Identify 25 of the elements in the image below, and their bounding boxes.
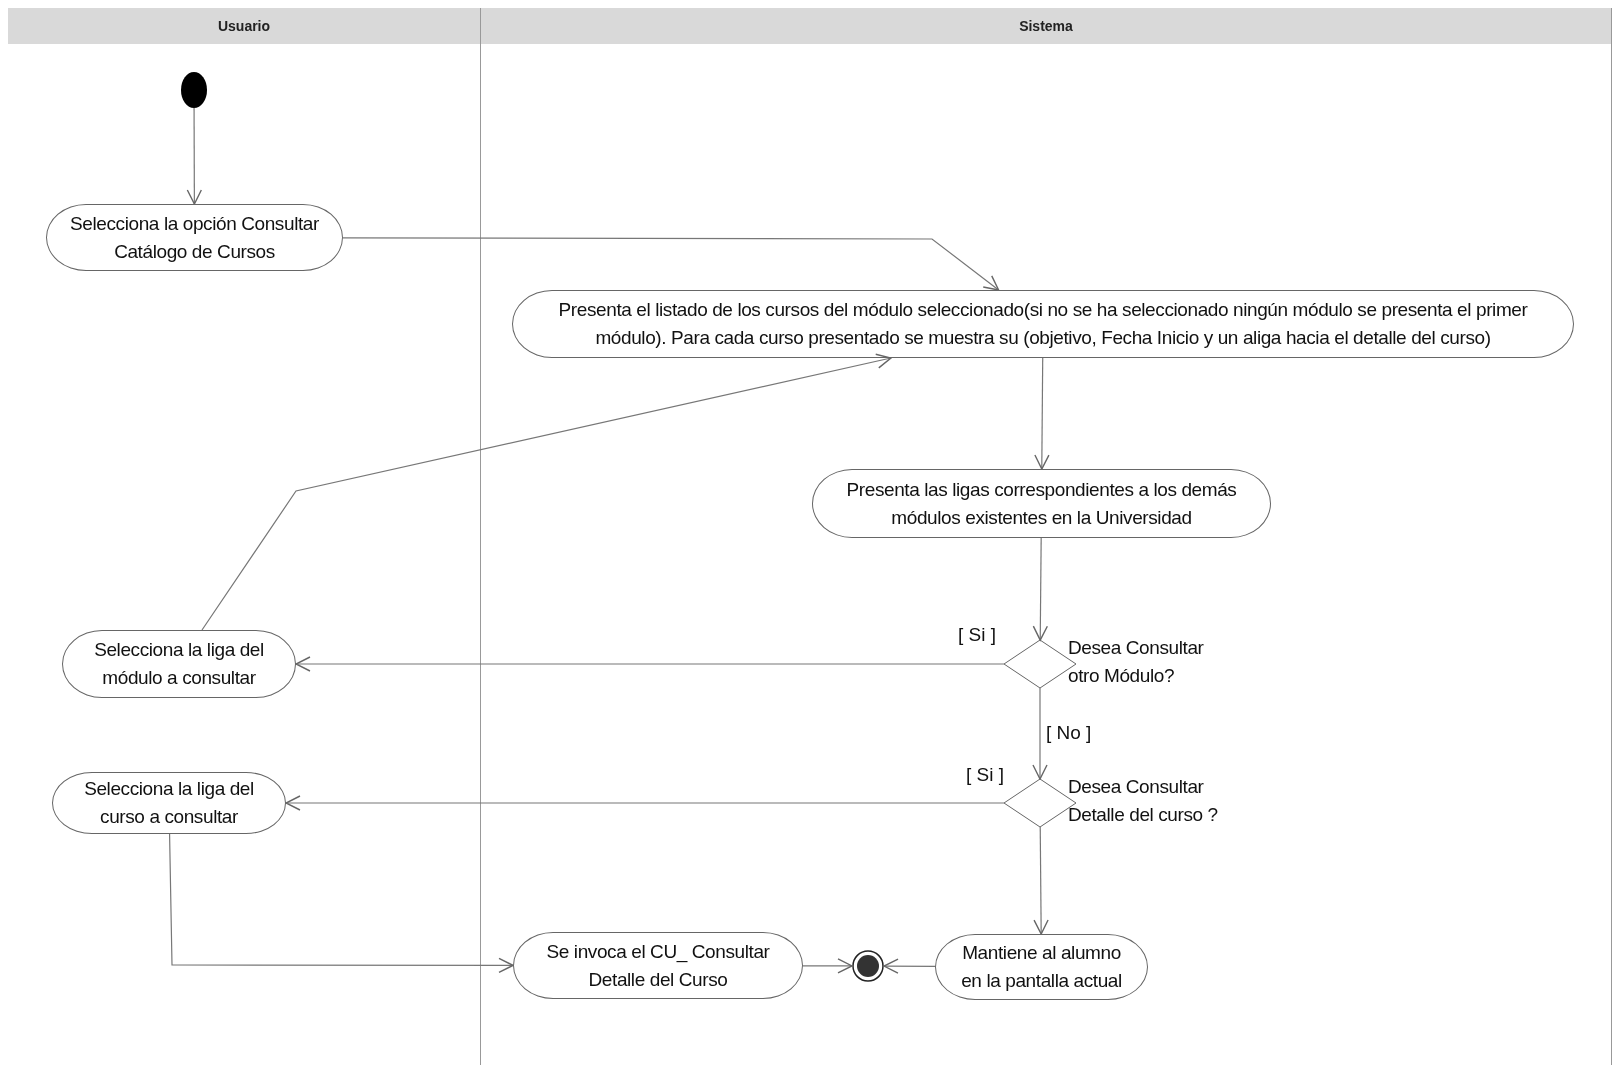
arrow — [1032, 687, 1048, 780]
activity-box: Se invoca el CU_ Consultar Detalle del Curso — [513, 932, 803, 999]
decision-text: Desea Consultar Detalle del curso ? — [1068, 775, 1219, 827]
activity-box: Mantiene al alumno en la pantalla actual — [935, 934, 1148, 1000]
arrow — [1034, 357, 1050, 470]
arrow — [295, 656, 1005, 672]
arrow — [342, 237, 1000, 291]
arrow — [1032, 537, 1049, 641]
lane-header: Usuario — [217, 18, 271, 34]
swimlane — [8, 8, 481, 1065]
activity-box: Selecciona la liga del curso a consultar — [52, 772, 286, 834]
arrow — [186, 107, 203, 205]
arrow — [802, 958, 853, 974]
activity-box: Selecciona la opción Consultar Catálogo de Cursos — [46, 204, 343, 271]
arrow — [1033, 826, 1049, 935]
lane-header: Sistema — [1019, 18, 1073, 34]
arrow — [168, 833, 514, 974]
activity-box: Selecciona la liga del módulo a consultar — [62, 630, 296, 698]
activity-box: Presenta el listado de los cursos del módulo seleccionado(si no se ha seleccionado ningún módulo se presenta el primer módulo). Para cada curso presentado se muestra su (objetivo, Fecha Inicio y un aliga hacia el detalle del curso) — [512, 290, 1574, 358]
swimlane — [481, 8, 1612, 1065]
activity-box: Presenta las ligas correspondientes a los demás módulos existentes en la Universidad — [812, 469, 1271, 538]
decision-text: Desea Consultar otro Módulo? — [1068, 636, 1205, 688]
arrow — [883, 958, 936, 974]
arrow — [201, 353, 892, 631]
arrow — [285, 795, 1005, 811]
